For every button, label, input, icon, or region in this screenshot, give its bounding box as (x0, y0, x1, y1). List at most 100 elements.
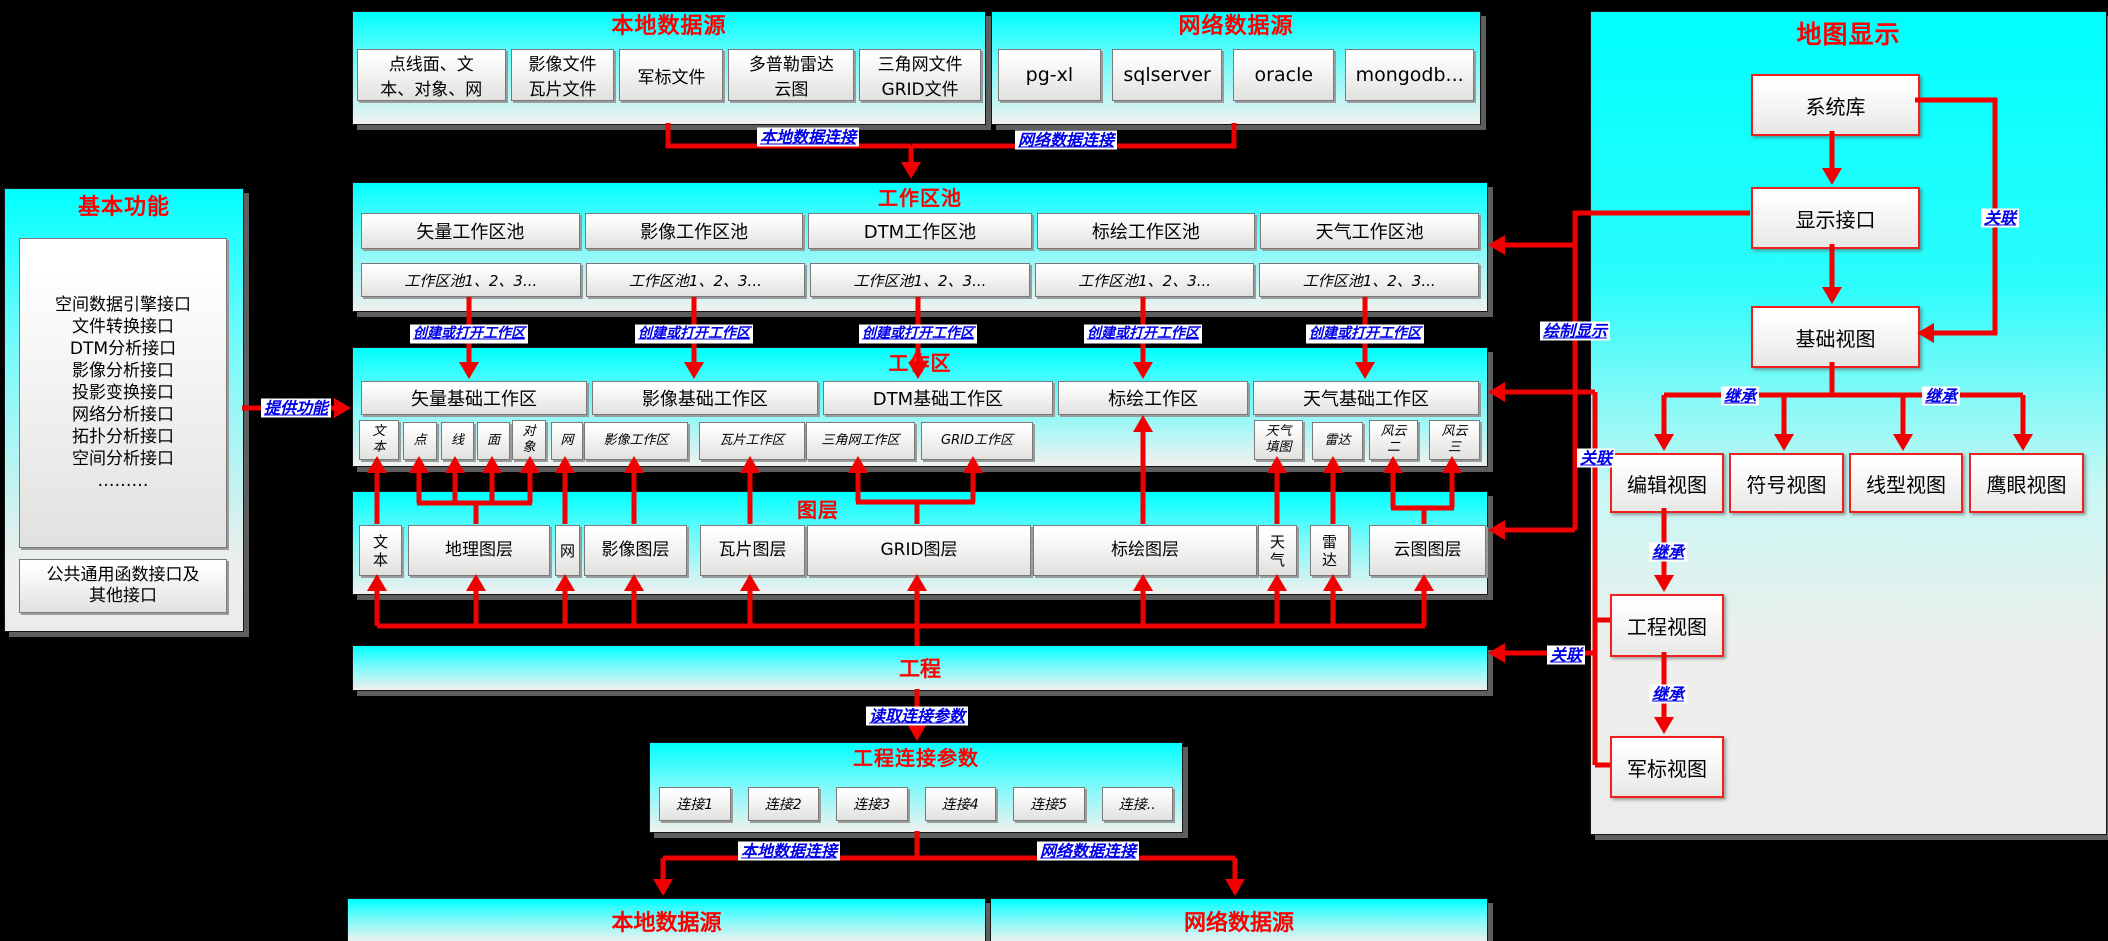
eagle-eye-view-box: 鹰眼视图 (1969, 453, 2084, 513)
ws-sub-polygon: 面 (477, 422, 510, 460)
linetype-view-box: 线型视图 (1849, 453, 1963, 513)
connection-5: 连接5 (1013, 787, 1085, 821)
label-network-connect-bottom: 网络数据连接 (1036, 841, 1140, 861)
layer-grid: GRID图层 (807, 525, 1031, 576)
layer-weather: 天 气 (1258, 525, 1297, 576)
layer-network: 网 (555, 525, 580, 576)
local-item-vector-files: 点线面、文 本、对象、网 (357, 49, 506, 101)
display-interface-box: 显示接口 (1751, 187, 1920, 249)
basic-functions-title: 基本功能 (77, 195, 170, 220)
bottom-local-source-title: 本地数据源 (611, 910, 722, 936)
pool-instances-5: 工作区池1、2、3... (1259, 263, 1479, 297)
label-create-open-2: 创建或打开工作区 (635, 324, 753, 344)
local-source-items: 点线面、文 本、对象、网 影像文件 瓦片文件 军标文件 多普勒雷达 云图 三角网… (357, 49, 981, 101)
db-pgxl: pg-xl (998, 49, 1101, 101)
label-create-open-4: 创建或打开工作区 (1084, 324, 1202, 344)
ws-sub-image-workspace: 影像工作区 (584, 422, 688, 460)
project-params-title: 工程连接参数 (853, 746, 979, 770)
pool-dtm: DTM工作区池 (808, 213, 1032, 249)
ws-sub-radar: 雷达 (1312, 422, 1363, 460)
project-view-box: 工程视图 (1610, 594, 1724, 657)
connection-2: 连接2 (747, 787, 819, 821)
workspace-title: 工作区 (888, 351, 952, 375)
system-lib-box: 系统库 (1751, 74, 1920, 136)
label-inherit-projectview: 继承 (1648, 542, 1688, 562)
connection-3: 连接3 (836, 787, 908, 821)
ws-sub-object: 对 象 (512, 420, 546, 460)
pool-instances-row: 工作区池1、2、3... 工作区池1、2、3... 工作区池1、2、3... 工… (361, 263, 1479, 297)
connection-1: 连接1 (659, 787, 731, 821)
label-local-connect-bottom: 本地数据连接 (737, 841, 841, 861)
local-item-tin-grid-files: 三角网文件 GRID文件 (859, 49, 981, 101)
connections-row: 连接1 连接2 连接3 连接4 连接5 连接.. (659, 787, 1173, 821)
db-sqlserver: sqlserver (1111, 49, 1223, 101)
label-associate-right: 关联 (1980, 208, 2020, 228)
label-create-open-3: 创建或打开工作区 (859, 324, 977, 344)
label-associate-mid: 关联 (1576, 448, 1616, 468)
label-local-connect-top: 本地数据连接 (756, 127, 860, 147)
connection-4: 连接4 (924, 787, 996, 821)
pool-vector: 矢量工作区池 (361, 213, 580, 249)
ws-plot: 标绘工作区 (1058, 381, 1249, 415)
edit-view-box: 编辑视图 (1610, 453, 1724, 513)
basic-functions-panel: 基本功能 空间数据引擎接口 文件转换接口 DTM分析接口 影像分析接口 投影变换… (4, 188, 244, 632)
ws-sub-line: 线 (441, 422, 474, 460)
local-item-military-files: 军标文件 (619, 49, 724, 101)
local-data-source-panel: 本地数据源 点线面、文 本、对象、网 影像文件 瓦片文件 军标文件 多普勒雷达 … (352, 11, 986, 125)
bottom-network-source-title: 网络数据源 (1183, 910, 1294, 936)
ws-sub-point: 点 (403, 422, 437, 460)
workspace-row: 矢量基础工作区 影像基础工作区 DTM基础工作区 标绘工作区 天气基础工作区 (361, 381, 1479, 415)
ws-image-base: 影像基础工作区 (591, 381, 818, 415)
label-inherit-militaryview: 继承 (1648, 684, 1688, 704)
pool-instances-1: 工作区池1、2、3... (361, 263, 581, 297)
network-data-source-panel: 网络数据源 pg-xl sqlserver oracle mongodb... (991, 11, 1481, 125)
interface-list-box: 空间数据引擎接口 文件转换接口 DTM分析接口 影像分析接口 投影变换接口 网络… (19, 238, 227, 548)
label-inherit-right: 继承 (1921, 386, 1961, 406)
layer-image: 影像图层 (584, 525, 687, 576)
local-data-source-title: 本地数据源 (611, 14, 727, 39)
ws-sub-text: 文 本 (359, 420, 399, 460)
workspace-pool-panel: 工作区池 矢量工作区池 影像工作区池 DTM工作区池 标绘工作区池 天气工作区池… (352, 182, 1488, 312)
local-item-doppler-files: 多普勒雷达 云图 (728, 49, 855, 101)
layer-tile: 瓦片图层 (700, 525, 805, 576)
common-interfaces-box: 公共通用函数接口及 其他接口 (19, 559, 227, 613)
ws-sub-tile-workspace: 瓦片工作区 (699, 422, 805, 460)
layers-panel: 图层 文 本 地理图层 网 影像图层 瓦片图层 GRID图层 标绘图层 天 气 … (352, 491, 1488, 595)
ws-sub-fengyun2: 风云 二 (1369, 420, 1418, 460)
layer-cloud: 云图图层 (1369, 525, 1486, 576)
label-create-open-1: 创建或打开工作区 (410, 324, 528, 344)
workspace-panel: 工作区 矢量基础工作区 影像基础工作区 DTM基础工作区 标绘工作区 天气基础工… (352, 347, 1488, 467)
label-inherit-left: 继承 (1720, 386, 1760, 406)
local-item-image-tile-files: 影像文件 瓦片文件 (510, 49, 615, 101)
map-display-panel: 地图显示 系统库 显示接口 基础视图 编辑视图 符号视图 线型视图 鹰眼视图 工… (1590, 11, 2107, 835)
map-display-title: 地图显示 (1796, 20, 1901, 49)
military-symbol-view-box: 军标视图 (1610, 736, 1724, 798)
label-create-open-5: 创建或打开工作区 (1306, 324, 1424, 344)
layer-radar: 雷 达 (1310, 525, 1349, 576)
network-source-items: pg-xl sqlserver oracle mongodb... (998, 49, 1474, 101)
network-data-source-title: 网络数据源 (1178, 14, 1294, 39)
ws-sub-grid-workspace: GRID工作区 (921, 422, 1033, 460)
ws-weather-base: 天气基础工作区 (1253, 381, 1479, 415)
pool-instances-2: 工作区池1、2、3... (585, 263, 806, 297)
ws-sub-fengyun3: 风云 三 (1429, 420, 1480, 460)
label-draw-display: 绘制显示 (1539, 321, 1611, 341)
layer-plot: 标绘图层 (1033, 525, 1257, 576)
ws-sub-weather-plot: 天气 填图 (1254, 420, 1303, 460)
ws-vector-base: 矢量基础工作区 (361, 381, 587, 415)
layer-geographic: 地理图层 (408, 525, 550, 576)
bottom-local-source: 本地数据源 (347, 898, 986, 941)
label-provide-functions: 提供功能 (260, 398, 332, 418)
ws-sub-tin-workspace: 三角网工作区 (806, 422, 915, 460)
layers-title: 图层 (797, 498, 839, 522)
symbol-view-box: 符号视图 (1729, 453, 1844, 513)
pool-weather: 天气工作区池 (1260, 213, 1479, 249)
connection-more: 连接.. (1101, 787, 1173, 821)
pool-instances-3: 工作区池1、2、3... (810, 263, 1030, 297)
layer-text: 文 本 (359, 525, 402, 576)
workspace-pool-title: 工作区池 (878, 186, 962, 210)
db-mongodb: mongodb... (1345, 49, 1474, 101)
pool-plot: 标绘工作区池 (1036, 213, 1256, 249)
pool-instances-4: 工作区池1、2、3... (1034, 263, 1255, 297)
